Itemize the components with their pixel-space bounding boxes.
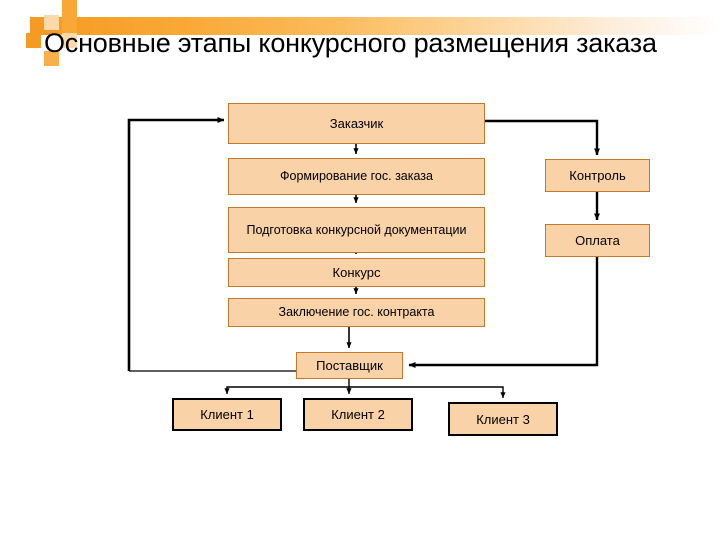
flowchart-node-label: Заключение гос. контракта	[278, 305, 435, 319]
edge-zakazchik-to-kontrol	[485, 119, 600, 156]
flowchart-node-label: Конкурс	[332, 265, 381, 280]
flowchart-node-klient3[interactable]: Клиент 3	[448, 402, 558, 436]
flowchart-node-label: Клиент 3	[476, 411, 530, 427]
flowchart-node-label: Заказчик	[329, 116, 384, 131]
page-title: Основные этапы конкурсного размещения за…	[44, 28, 657, 58]
deco-square-1	[26, 33, 41, 48]
flowchart-node-zaklyuchenie[interactable]: Заключение гос. контракта	[228, 298, 485, 327]
flowchart-node-label: Подготовка конкурсной документации	[246, 222, 467, 237]
flowchart-node-label: Поставщик	[316, 358, 383, 373]
flowchart-node-label: Клиент 2	[331, 407, 385, 422]
deco-square-3	[62, 33, 77, 48]
flowchart-node-oplata[interactable]: Оплата	[545, 224, 650, 257]
flowchart-node-konkurs[interactable]: Конкурс	[228, 258, 485, 287]
edge-postavshchik-to-klient1	[224, 379, 350, 395]
flowchart-node-label: Клиент 1	[200, 407, 254, 422]
flowchart-node-label: Оплата	[575, 233, 620, 248]
flowchart-node-klient2[interactable]: Клиент 2	[303, 398, 413, 431]
flowchart-node-label: Формирование гос. заказа	[279, 169, 433, 183]
orange-gradient-bar	[30, 17, 720, 35]
flowchart-node-zakazchik[interactable]: Заказчик	[228, 103, 485, 144]
deco-square-5	[62, 0, 77, 33]
flowchart-node-formirovanie[interactable]: Формирование гос. заказа	[228, 158, 485, 195]
flowchart-node-postavshchik[interactable]: Поставщик	[296, 352, 403, 379]
flowchart-node-klient1[interactable]: Клиент 1	[172, 398, 282, 431]
deco-square-4	[44, 51, 59, 66]
flowchart-node-kontrol[interactable]: Контроль	[545, 159, 650, 192]
flowchart-node-label: Контроль	[569, 168, 626, 183]
deco-square-2	[44, 15, 59, 30]
edge-postavshchik-to-klient3	[349, 386, 506, 399]
flowchart-node-podgotovka[interactable]: Подготовка конкурсной документации	[228, 207, 485, 253]
